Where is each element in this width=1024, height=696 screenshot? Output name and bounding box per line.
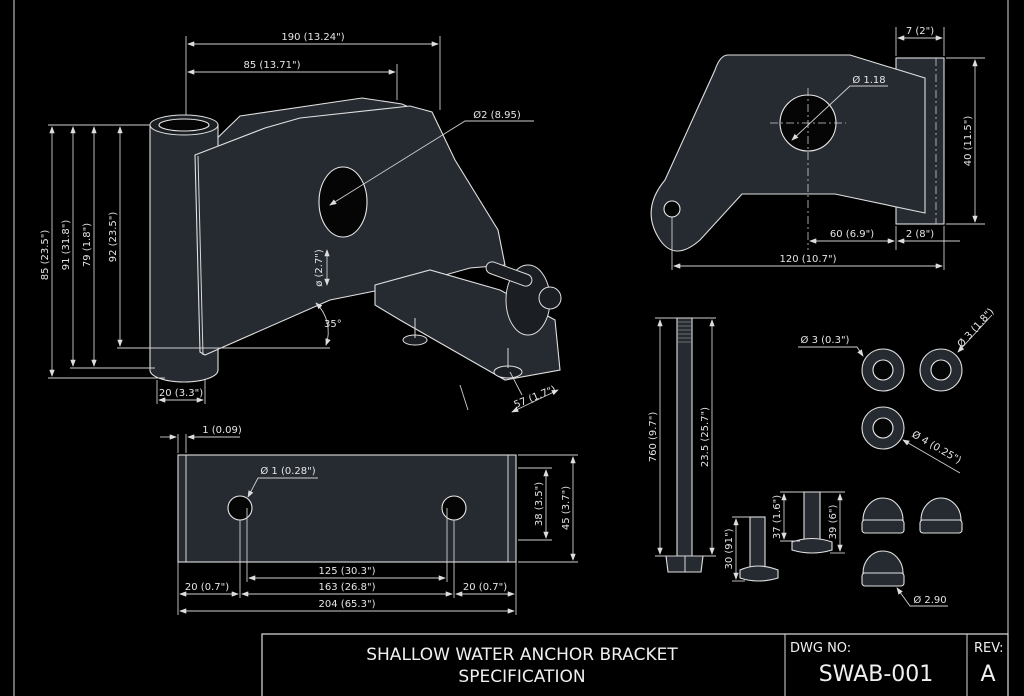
dim-plate-width: 85 (13.71") <box>244 60 301 71</box>
washer-3 <box>861 406 905 450</box>
side-view <box>650 54 945 252</box>
cap-nut-3 <box>861 550 905 587</box>
dim-inner-height: 38 (3.5") <box>534 482 545 526</box>
dim-right-margin: 20 (0.7") <box>463 582 507 593</box>
isometric-bracket-view <box>149 97 562 383</box>
dim-left-margin: 20 (0.7") <box>185 582 229 593</box>
washer-1 <box>861 348 905 392</box>
base-hole-left <box>227 495 253 521</box>
dim-washer-1: Ø 3 (0.3") <box>801 334 850 346</box>
dim-cap-nut: Ø 2.90 <box>913 594 946 606</box>
mid-bolt <box>803 491 821 543</box>
dim-side-hole-offset: 60 (6.9") <box>830 229 874 240</box>
pivot-hole <box>663 200 681 218</box>
hardware-parts <box>665 317 963 587</box>
dim-long-bolt-length: 760 (9.7") <box>648 412 659 463</box>
drawing-title-line1: SHALLOW WATER ANCHOR BRACKET <box>366 645 678 665</box>
cap-nut-1 <box>861 497 905 534</box>
dim-tube-width: 7 (2") <box>906 26 934 37</box>
short-bolt-head <box>739 565 779 582</box>
title-block: SHALLOW WATER ANCHOR BRACKET SPECIFICATI… <box>261 633 1009 696</box>
dim-wall: 2 (8") <box>906 229 934 240</box>
dim-foot-width: 57 (1.7") <box>513 384 558 411</box>
dim-height-4: 92 (23.5") <box>108 212 119 263</box>
dim-long-bolt-shank: 23.5 (25.7") <box>700 407 711 467</box>
dim-tube-diameter: 20 (3.3") <box>159 388 203 399</box>
washer-2 <box>919 348 963 392</box>
plate-hole <box>318 166 368 238</box>
dim-mid-bolt-length: 39 (6") <box>828 505 839 540</box>
dim-height-2: 91 (31.8") <box>61 220 72 271</box>
dim-height-3: 79 (1.8") <box>82 223 93 267</box>
base-hole-right <box>441 495 467 521</box>
dim-short-bolt: 30 (91") <box>724 528 735 569</box>
long-bolt <box>676 317 693 557</box>
side-dimensions: 7 (2") Ø 1.18 40 (11.5") 60 (6.9") 2 (8"… <box>671 26 985 270</box>
drawing-frame <box>13 0 1009 696</box>
dim-hole-offset: ø (2.7") <box>314 249 325 287</box>
drawing-title-line2: SPECIFICATION <box>458 667 585 687</box>
short-bolt <box>749 516 766 573</box>
rev-value: A <box>980 662 995 687</box>
dim-mid-bolt-shank: 37 (1.6") <box>772 495 783 539</box>
dim-hole-diameter: Ø2 (8.95) <box>473 109 521 121</box>
dim-side-height: 40 (11.5") <box>963 116 974 167</box>
side-plate <box>650 54 926 252</box>
mid-bolt-head <box>791 537 833 554</box>
dim-hole-spacing: 125 (30.3") <box>319 566 376 577</box>
dwg-number: SWAB-001 <box>819 662 934 687</box>
dim-overall-width: 190 (13.24") <box>281 32 344 43</box>
dim-washer-3: Ø 4 (0.25") <box>910 428 964 466</box>
dim-side-length: 120 (10.7") <box>780 254 837 265</box>
dim-span: 163 (26.8") <box>319 582 376 593</box>
cap-nut-2 <box>919 497 963 534</box>
rev-label: REV: <box>974 641 1003 656</box>
dim-angle: 35° <box>324 319 342 330</box>
dim-washer-2: Ø 3 (1.8") <box>955 306 997 350</box>
base-plate-view <box>177 454 517 563</box>
dim-base-hole: Ø 1 (0.28") <box>260 465 315 477</box>
dim-base-height: 45 (3.7") <box>561 486 572 530</box>
dim-height-1: 85 (23.5") <box>40 230 51 281</box>
dim-side-hole: Ø 1.18 <box>852 74 885 86</box>
base-plate-dimensions: 1 (0.09) Ø 1 (0.28") 38 (3.5") 45 (3.7")… <box>160 425 578 615</box>
dim-base-length: 204 (65.3") <box>319 599 376 610</box>
dwg-no-label: DWG NO: <box>790 641 851 656</box>
dim-edge: 1 (0.09) <box>202 425 242 436</box>
